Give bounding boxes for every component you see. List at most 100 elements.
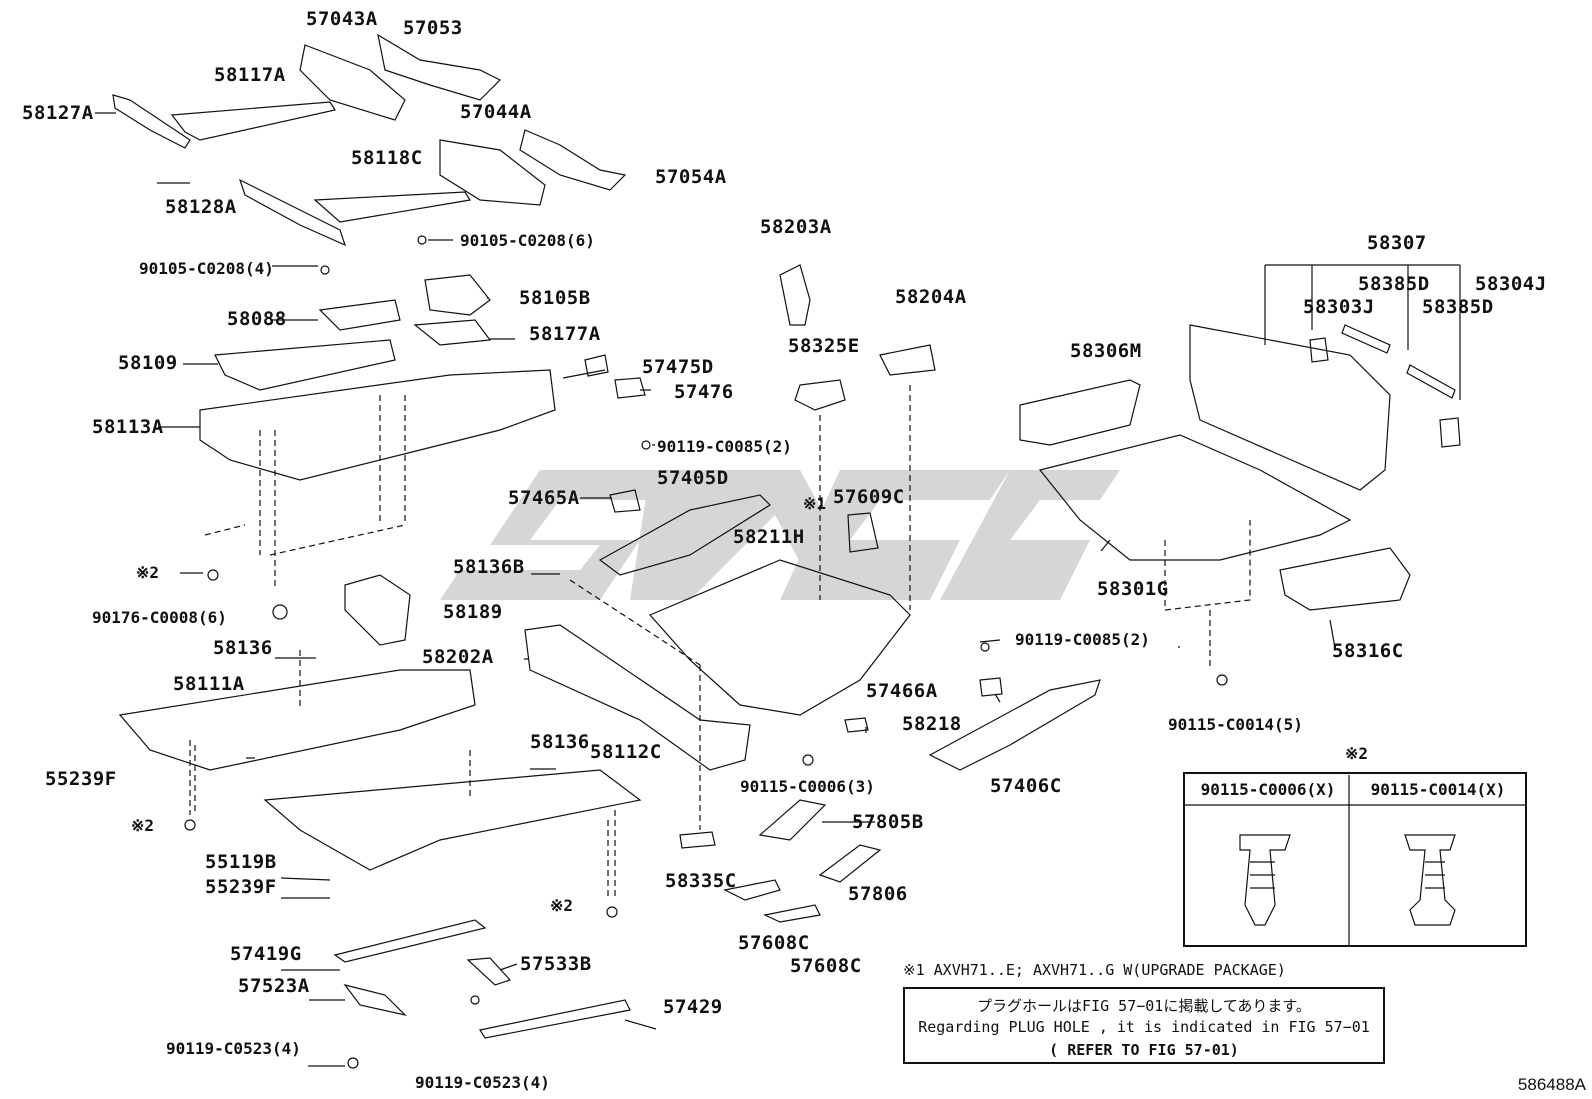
bolt-markers bbox=[184, 235, 1228, 1069]
label-58204A: 58204A bbox=[895, 286, 967, 308]
rail-58127A bbox=[112, 94, 191, 149]
sill-57429 bbox=[479, 999, 631, 1039]
label-58303J: 58303J bbox=[1303, 296, 1375, 318]
panel-58307 bbox=[1189, 324, 1391, 491]
label-57475D: 57475D bbox=[642, 356, 714, 378]
label-90119-c0085-2b: 90119-C0085(2) bbox=[1015, 630, 1150, 649]
label-58136-b: 58136 bbox=[530, 731, 590, 753]
rail-58128A bbox=[238, 178, 346, 247]
member-57053 bbox=[377, 33, 502, 101]
label-58088: 58088 bbox=[227, 308, 287, 330]
leader-lines bbox=[95, 112, 1336, 1067]
floor-58113A bbox=[199, 369, 556, 481]
label-note1: ※1 bbox=[803, 494, 827, 513]
bracket-57475D bbox=[584, 354, 609, 377]
label-58307: 58307 bbox=[1367, 232, 1427, 254]
label-58189: 58189 bbox=[443, 601, 503, 623]
legend-fasteners bbox=[1185, 775, 1525, 945]
bracket-57476 bbox=[614, 377, 646, 399]
rail-58117A bbox=[170, 101, 336, 141]
legend-mark: ※2 bbox=[1345, 744, 1369, 763]
label-note2-a: ※2 bbox=[136, 563, 160, 582]
bracket-58204A bbox=[879, 344, 936, 376]
label-55239F-b: 55239F bbox=[205, 876, 277, 898]
bracket-58105B bbox=[424, 274, 491, 316]
reinforcement-57465A bbox=[609, 489, 641, 513]
extension-58306M bbox=[1019, 379, 1141, 446]
label-57805B: 57805B bbox=[852, 811, 924, 833]
label-58109: 58109 bbox=[118, 352, 178, 374]
label-58127A: 58127A bbox=[22, 102, 94, 124]
label-58335C: 58335C bbox=[665, 870, 737, 892]
label-58112C: 58112C bbox=[590, 741, 662, 763]
reinforcement-57405D bbox=[598, 494, 771, 576]
label-57533B: 57533B bbox=[520, 953, 592, 975]
label-90115-c0006-3: 90115-C0006(3) bbox=[740, 777, 875, 796]
label-57465A: 57465A bbox=[508, 487, 580, 509]
label-57405D: 57405D bbox=[657, 467, 729, 489]
reinforcement-58385D-b bbox=[1406, 364, 1456, 399]
label-58203A: 58203A bbox=[760, 216, 832, 238]
label-90105-c0208-4: 90105-C0208(4) bbox=[139, 259, 274, 278]
label-55239F-a: 55239F bbox=[45, 768, 117, 790]
member-57054A bbox=[519, 129, 627, 191]
label-58177A: 58177A bbox=[529, 323, 601, 345]
bracket-58088 bbox=[318, 299, 401, 331]
label-58385D-b: 58385D bbox=[1422, 296, 1494, 318]
label-57523A: 57523A bbox=[238, 975, 310, 997]
label-58304J: 58304J bbox=[1475, 273, 1547, 295]
plate-58218 bbox=[844, 717, 869, 733]
label-58316C: 58316C bbox=[1332, 640, 1404, 662]
label-58306M: 58306M bbox=[1070, 340, 1142, 362]
label-57043A: 57043A bbox=[306, 8, 378, 30]
plug-hole-note: プラグホールはFIG 57−01に掲載してあります。 Regarding PLU… bbox=[903, 987, 1385, 1064]
bracket-57533B bbox=[466, 957, 512, 986]
label-58325E: 58325E bbox=[788, 335, 860, 357]
bracket-58303J bbox=[1309, 337, 1329, 363]
label-58301G: 58301G bbox=[1097, 578, 1169, 600]
bracket-57523A bbox=[343, 984, 407, 1017]
label-note2-c: ※2 bbox=[550, 896, 574, 915]
label-57608C-a: 57608C bbox=[738, 932, 810, 954]
label-58128A: 58128A bbox=[165, 196, 237, 218]
label-57406C: 57406C bbox=[990, 775, 1062, 797]
label-57429: 57429 bbox=[663, 996, 723, 1018]
pan-58301G bbox=[1038, 434, 1352, 561]
label-58218: 58218 bbox=[902, 713, 962, 735]
bracket-58335C bbox=[679, 831, 716, 849]
label-58118C: 58118C bbox=[351, 147, 423, 169]
label-90176-c0008-6: 90176-C0008(6) bbox=[92, 608, 227, 627]
bracket-57608C-a bbox=[723, 879, 781, 901]
legend-table: 90115-C0006(X) 90115-C0014(X) bbox=[1183, 772, 1527, 947]
rail-58118C bbox=[313, 191, 471, 223]
crossmember-58202A bbox=[524, 624, 751, 771]
bracket-57466A bbox=[979, 677, 1003, 697]
label-58111A: 58111A bbox=[173, 673, 245, 695]
label-57054A: 57054A bbox=[655, 166, 727, 188]
note-reference: ( REFER TO FIG 57-01) bbox=[1049, 1041, 1239, 1059]
bracket-57805B bbox=[758, 799, 827, 841]
label-57609C: 57609C bbox=[833, 486, 905, 508]
bracket-57608C-b bbox=[763, 904, 821, 923]
reinforcement-58385D-a bbox=[1341, 324, 1391, 354]
label-58105B: 58105B bbox=[519, 287, 591, 309]
label-57053: 57053 bbox=[403, 17, 463, 39]
floor-58211H bbox=[648, 559, 911, 716]
floor-58112C bbox=[263, 769, 642, 871]
plug-58325E bbox=[794, 379, 846, 411]
label-58211H: 58211H bbox=[733, 526, 805, 548]
label-90119-c0523-b: 90119-C0523(4) bbox=[415, 1073, 550, 1092]
member-57044A bbox=[439, 139, 546, 206]
footnote-1: ※1 AXVH71..E; AXVH71..G W(UPGRADE PACKAG… bbox=[903, 961, 1286, 979]
note-english: Regarding PLUG HOLE , it is indicated in… bbox=[918, 1018, 1370, 1036]
label-57466A: 57466A bbox=[866, 680, 938, 702]
label-90119-c0085-2a: 90119-C0085(2) bbox=[657, 437, 792, 456]
label-57608C-b: 57608C bbox=[790, 955, 862, 977]
label-note2-b: ※2 bbox=[131, 816, 155, 835]
bracket-58189 bbox=[344, 574, 411, 646]
label-58202A: 58202A bbox=[422, 646, 494, 668]
label-58117A: 58117A bbox=[214, 64, 286, 86]
legend-col2-header: 90115-C0014(X) bbox=[1370, 780, 1506, 799]
label-58385D-a: 58385D bbox=[1358, 273, 1430, 295]
